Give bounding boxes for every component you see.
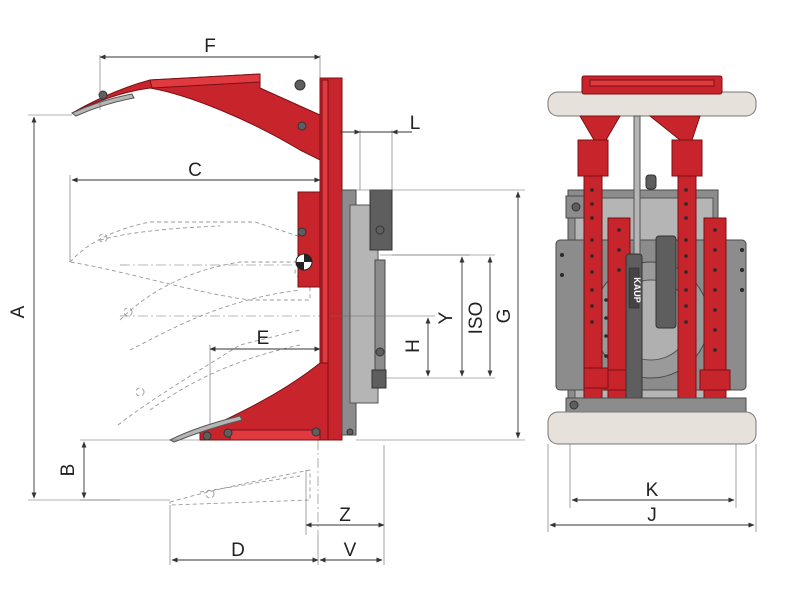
lower-clamp-arm [168,362,354,443]
dim-label-a: A [8,305,29,318]
dim-label-e: E [257,328,270,349]
dim-label-b: B [58,464,79,477]
dim-label-l: L [410,113,421,134]
dim-label-z: Z [339,505,351,526]
upper-clamp-arm [71,73,321,161]
side-view [28,54,525,565]
ghost-arm-positions [69,221,311,506]
dim-label-f: F [204,36,216,57]
mast [295,77,343,441]
dimension-labels: F L C A G ISO Y H E B Z D V K J [8,36,659,561]
rotator-assembly [341,189,393,436]
dim-label-k: K [646,480,659,501]
dim-label-j: J [647,505,657,526]
front-view: KAUP [547,75,757,532]
cylinder-holes [560,188,744,358]
dim-label-y: Y [436,311,457,324]
dim-label-v: V [344,540,357,561]
dim-label-g: G [494,309,515,324]
kaup-brand-label: KAUP [632,277,642,303]
dim-label-iso: ISO [466,302,487,335]
dim-label-h: H [403,339,424,353]
dim-label-d: D [231,540,245,561]
dim-label-c: C [188,160,202,181]
